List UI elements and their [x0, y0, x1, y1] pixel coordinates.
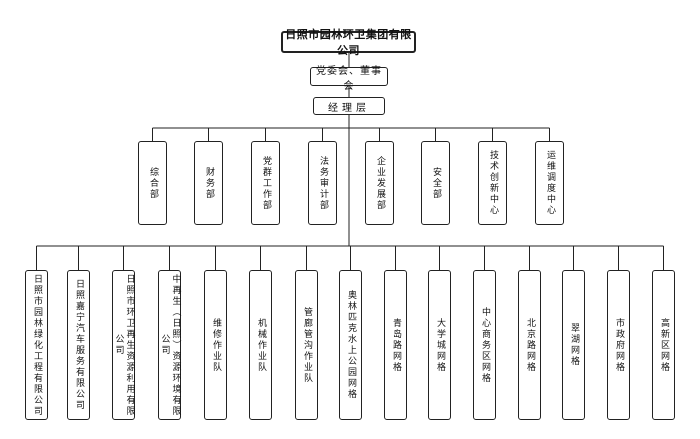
management-label: 经理层 — [328, 102, 370, 114]
unit-node: 奥林匹克水上公园网格 — [339, 270, 362, 420]
unit-node: 大学城网格 — [428, 270, 451, 420]
unit-label: 市政府网格 — [614, 317, 624, 373]
unit-label: 奥林匹克水上公园网格 — [346, 290, 356, 400]
unit-label: 翠湖网格 — [569, 323, 579, 367]
party-board-label: 党委会、董事会 — [316, 65, 382, 92]
unit-label: 机械作业队 — [256, 317, 266, 373]
unit-node: 日照市环卫再生资源利用有限公司 — [112, 270, 135, 420]
party-board-node: 党委会、董事会 — [310, 66, 388, 92]
unit-label: 中再生（日照）资源环境有限公司 — [159, 273, 181, 417]
unit-node: 维修作业队 — [204, 270, 227, 420]
unit-node: 中再生（日照）资源环境有限公司 — [158, 270, 181, 420]
unit-node: 中心商务区网格 — [473, 270, 496, 420]
department-label: 综合部 — [148, 166, 158, 200]
department-label: 运维调度中心 — [545, 150, 555, 216]
unit-node: 日照市园林绿化工程有限公司 — [25, 270, 48, 420]
unit-label: 高新区网格 — [659, 317, 669, 373]
unit-label: 中心商务区网格 — [480, 306, 490, 384]
department-node: 技术创新中心 — [478, 141, 507, 225]
department-label: 财务部 — [204, 166, 214, 200]
root-node: 日照市园林环卫集团有限公司 — [281, 28, 416, 57]
department-node: 财务部 — [194, 141, 223, 225]
unit-node: 机械作业队 — [249, 270, 272, 420]
management-node: 经理层 — [313, 97, 385, 115]
unit-label: 维修作业队 — [211, 317, 221, 373]
unit-label: 日照嘉宁汽车服务有限公司 — [74, 279, 84, 411]
department-label: 党群工作部 — [261, 155, 271, 211]
department-label: 安全部 — [431, 166, 441, 200]
unit-node: 青岛路网格 — [384, 270, 407, 420]
unit-label: 日照市园林绿化工程有限公司 — [32, 273, 42, 417]
unit-node: 北京路网格 — [518, 270, 541, 420]
department-label: 企业发展部 — [375, 155, 385, 211]
department-node: 安全部 — [421, 141, 450, 225]
unit-node: 高新区网格 — [652, 270, 675, 420]
unit-node: 管廊管沟作业队 — [295, 270, 318, 420]
unit-label: 日照市环卫再生资源利用有限公司 — [113, 273, 135, 417]
department-label: 法务审计部 — [318, 155, 328, 211]
root-label: 日照市园林环卫集团有限公司 — [285, 28, 412, 57]
unit-label: 北京路网格 — [525, 317, 535, 373]
unit-label: 大学城网格 — [435, 317, 445, 373]
department-node: 运维调度中心 — [535, 141, 564, 225]
unit-label: 管廊管沟作业队 — [302, 306, 312, 384]
department-node: 法务审计部 — [308, 141, 337, 225]
unit-label: 青岛路网格 — [391, 317, 401, 373]
unit-node: 日照嘉宁汽车服务有限公司 — [67, 270, 90, 420]
department-node: 综合部 — [138, 141, 167, 225]
department-label: 技术创新中心 — [488, 150, 498, 216]
department-node: 企业发展部 — [365, 141, 394, 225]
department-node: 党群工作部 — [251, 141, 280, 225]
unit-node: 市政府网格 — [607, 270, 630, 420]
unit-node: 翠湖网格 — [562, 270, 585, 420]
